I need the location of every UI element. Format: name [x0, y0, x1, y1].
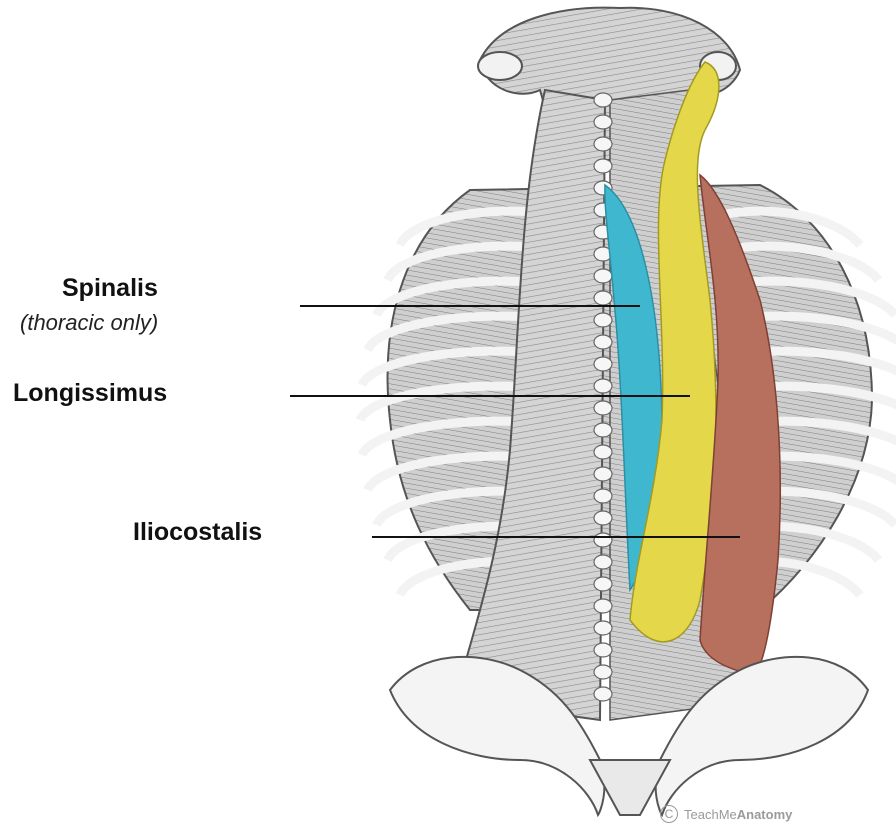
vertebra [594, 489, 612, 503]
vertebra [594, 291, 612, 305]
vertebra [594, 401, 612, 415]
vertebra [594, 357, 612, 371]
vertebra [594, 621, 612, 635]
longissimus-label: Longissimus [13, 381, 167, 406]
credit-brand-bold: Anatomy [737, 807, 793, 822]
vertebra [594, 159, 612, 173]
vertebra [594, 687, 612, 701]
copyright-credit: C TeachMeAnatomy [660, 805, 792, 823]
copyright-icon: C [660, 805, 678, 823]
vertebra [594, 467, 612, 481]
vertebra [594, 643, 612, 657]
credit-brand-light: TeachMe [684, 807, 737, 822]
vertebra [594, 313, 612, 327]
vertebra [594, 115, 612, 129]
vertebra [594, 379, 612, 393]
spinalis-note: (thoracic only) [20, 312, 158, 334]
vertebra [594, 533, 612, 547]
spinalis-label: Spinalis [62, 276, 158, 301]
vertebra [594, 555, 612, 569]
vertebra [594, 269, 612, 283]
vertebra [594, 445, 612, 459]
vertebra [594, 665, 612, 679]
iliocostalis-label: Iliocostalis [133, 520, 262, 545]
vertebra [594, 93, 612, 107]
credit-text: TeachMeAnatomy [684, 807, 792, 822]
vertebra [594, 335, 612, 349]
vertebra [594, 137, 612, 151]
vertebra [594, 577, 612, 591]
vertebra [594, 423, 612, 437]
vertebra [594, 599, 612, 613]
vertebra [594, 511, 612, 525]
